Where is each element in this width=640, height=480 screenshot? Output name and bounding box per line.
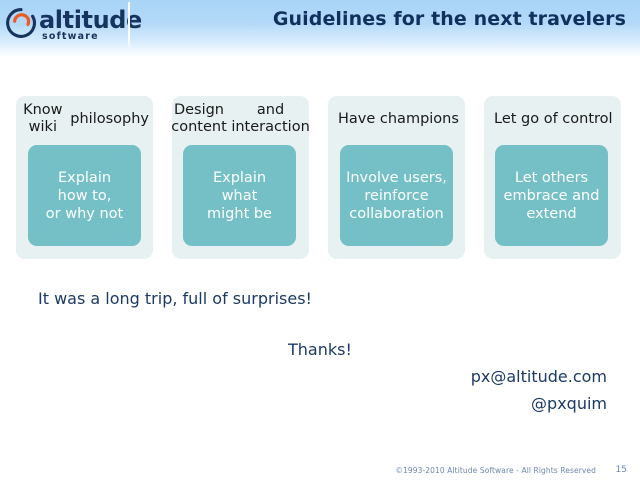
card-body-line: Involve users,: [346, 169, 447, 186]
card-body-line: or why not: [45, 205, 124, 222]
card-body-line: Let others: [514, 169, 589, 186]
logo-tagline: software: [42, 31, 99, 42]
contact-email[interactable]: px@altitude.com: [470, 367, 607, 386]
card-body-line: extend: [526, 205, 577, 222]
guideline-card: Let go of control Let others embrace and…: [484, 96, 621, 259]
card-body-box: Involve users, reinforce collaboration: [340, 145, 453, 246]
thanks-line: Thanks!: [288, 340, 352, 359]
guideline-card: Know wiki philosophy Explain how to, or …: [16, 96, 153, 259]
altitude-ring-icon: [6, 8, 36, 38]
card-heading: Design content and interaction: [171, 96, 310, 142]
card-body-line: collaboration: [349, 205, 444, 222]
card-heading-line: philosophy: [70, 110, 149, 127]
card-body-line: what: [221, 187, 258, 204]
card-body-line: embrace and: [503, 187, 600, 204]
card-heading: Have champions: [338, 110, 459, 127]
card-heading-line: Design content: [171, 102, 227, 135]
card-body-line: reinforce: [364, 187, 429, 204]
header-divider: [128, 2, 130, 52]
guideline-card: Have champions Involve users, reinforce …: [328, 96, 465, 259]
card-body-line: Explain: [57, 169, 112, 186]
card-heading: Know wiki philosophy: [16, 96, 153, 142]
card-body-line: how to,: [57, 187, 112, 204]
slide-header: altitude software Guidelines for the nex…: [0, 0, 640, 58]
contact-twitter-handle[interactable]: @pxquim: [531, 394, 607, 413]
card-body-line: might be: [207, 205, 272, 222]
card-body-box: Let others embrace and extend: [495, 145, 608, 246]
card-body-box: Explain how to, or why not: [28, 145, 141, 246]
guideline-cards: Know wiki philosophy Explain how to, or …: [16, 96, 624, 259]
slide-title: Guidelines for the next travelers: [272, 8, 626, 30]
card-body-line: Explain: [212, 169, 267, 186]
card-heading-line: Know wiki: [23, 102, 63, 135]
footer-copyright: ©1993-2010 Altitude Software - All Right…: [395, 466, 596, 475]
altitude-logo: altitude software: [6, 6, 142, 46]
card-body-box: Explain what might be: [183, 145, 296, 246]
closing-line: It was a long trip, full of surprises!: [38, 289, 312, 308]
guideline-card: Design content and interaction Explain w…: [171, 96, 310, 259]
logo-wordmark: altitude: [39, 6, 142, 34]
card-heading-line: and interaction: [231, 102, 310, 135]
footer-page-number: 15: [615, 465, 627, 475]
card-heading: Let go of control: [494, 110, 613, 127]
